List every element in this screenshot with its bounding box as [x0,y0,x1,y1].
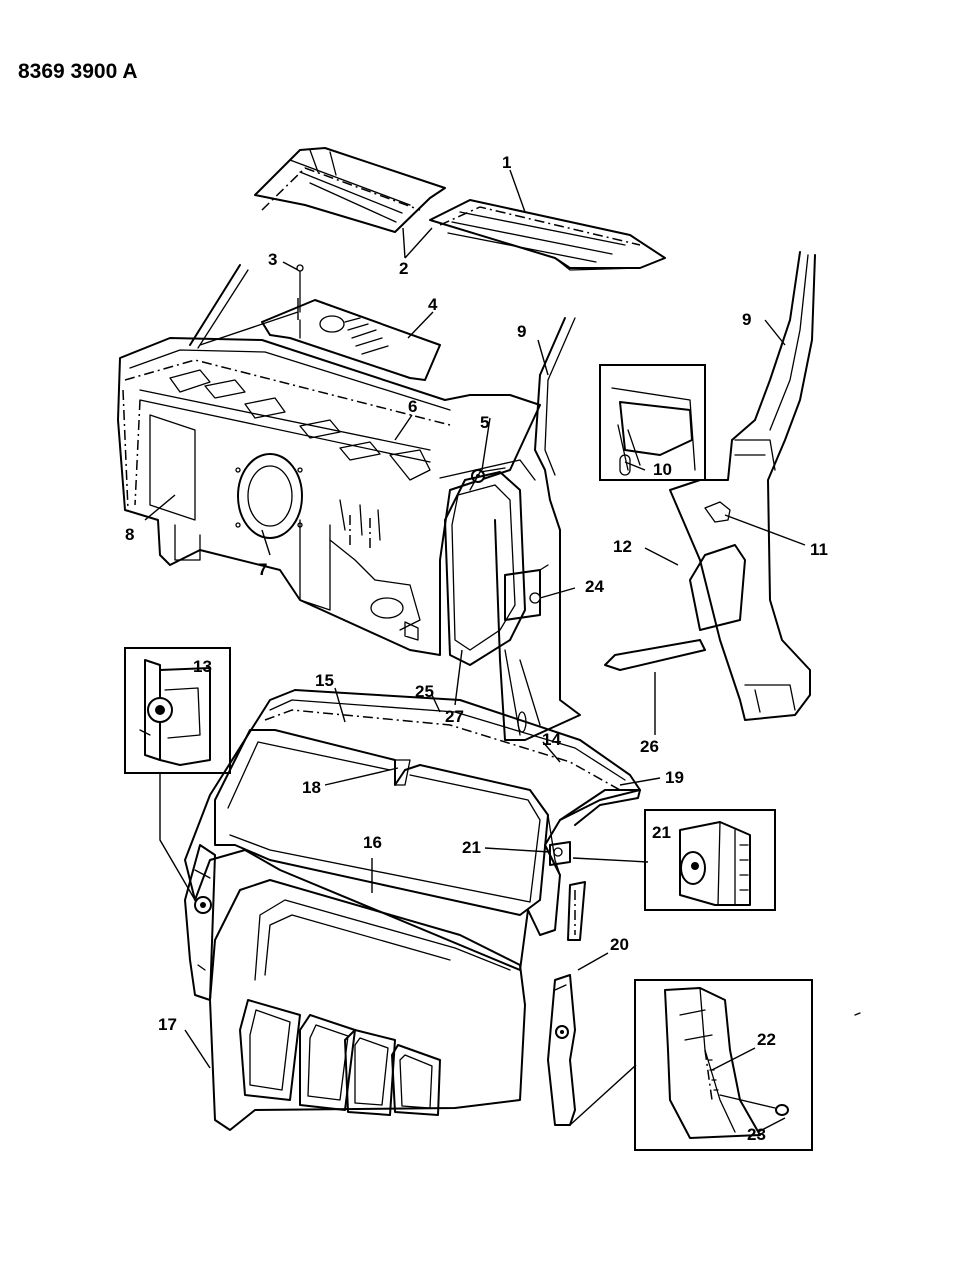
callout-17: 17 [158,1015,177,1034]
callout-12: 12 [613,537,632,556]
cowl-grille [261,299,441,381]
a-pillar-panel [444,374,581,741]
callout-14: 14 [542,730,561,749]
callout-23: 23 [747,1125,766,1144]
callout-22: 22 [757,1030,776,1049]
callout-4: 4 [428,295,438,314]
stray-mark [854,1012,861,1016]
callout-7: 7 [258,560,267,579]
callout-26: 26 [640,737,659,756]
callout-labels: 1 2 3 4 5 6 7 8 9 9 10 11 12 13 14 15 16… [125,153,828,1144]
windshield-frame [189,264,576,381]
inset-part-13 [124,647,231,774]
callout-15: 15 [315,671,334,690]
callout-3: 3 [268,250,277,269]
callout-8: 8 [125,525,134,544]
callout-6: 6 [408,397,417,416]
callout-9a: 9 [517,322,526,341]
callout-20: 20 [610,935,629,954]
callout-16: 16 [363,833,382,852]
roof-header-panel [184,689,641,1001]
callout-11: 11 [810,540,828,559]
inset-part-22-23 [634,979,813,1151]
callout-2: 2 [399,259,408,278]
callout-10: 10 [653,460,672,479]
cowl-top-panels [254,147,666,271]
screw-part [296,264,304,313]
callout-21a: 21 [462,838,481,857]
callout-1: 1 [502,153,511,172]
callout-27: 27 [445,707,464,726]
callout-5: 5 [480,413,489,432]
diagram-code: 8369 3900 A [18,60,138,83]
callout-18: 18 [302,778,321,797]
callout-25: 25 [415,682,434,701]
back-panel [209,879,526,1131]
callout-9b: 9 [742,310,751,329]
callout-13: 13 [193,657,212,676]
pillar-trim [547,974,576,1126]
inset-part-10 [599,364,706,481]
callout-21b: 21 [652,823,671,842]
callout-19: 19 [665,768,684,787]
callout-24: 24 [585,577,604,596]
inset-part-21 [644,809,776,911]
b-pillar-panel [604,251,816,721]
dash-panel [117,337,541,656]
leader-lines [144,169,806,1133]
